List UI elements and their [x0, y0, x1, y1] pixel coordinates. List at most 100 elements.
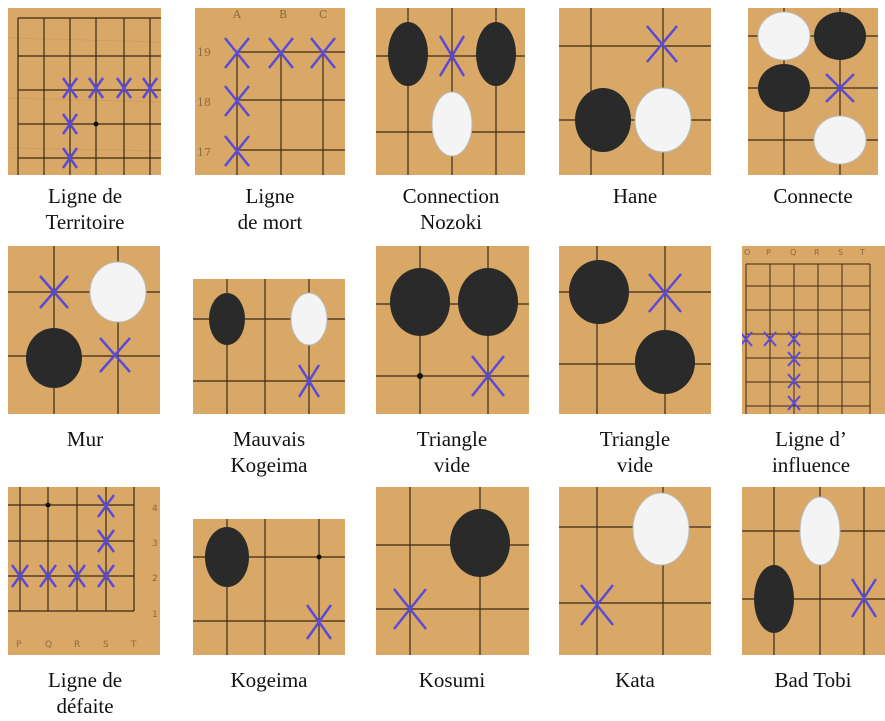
caption-line: influence: [736, 452, 885, 478]
caption: Triangle vide: [560, 426, 710, 478]
white-stone: [800, 497, 840, 565]
go-board: [8, 246, 160, 414]
go-board: [559, 487, 711, 655]
go-board: [376, 487, 529, 655]
col-label: S: [103, 640, 109, 650]
board-kata: [559, 487, 711, 655]
caption-line: Kosumi: [377, 667, 527, 693]
caption-line: Triangle: [560, 426, 710, 452]
go-board: [193, 519, 345, 655]
caption-line: Ligne de: [10, 667, 160, 693]
go-board: [376, 246, 529, 414]
black-stone: [209, 293, 245, 345]
col-label: Q: [790, 248, 796, 257]
caption: Triangle vide: [377, 426, 527, 478]
caption-line: vide: [377, 452, 527, 478]
board-triangle-vide-2: [559, 246, 711, 414]
board-hane: [559, 8, 711, 175]
caption-line: Ligne d’: [736, 426, 885, 452]
white-stone: [90, 262, 146, 322]
white-stone: [814, 116, 866, 164]
col-label: O: [744, 248, 750, 257]
caption-line: de mort: [195, 209, 345, 235]
go-board: 4 3 2 1 P Q R S T: [8, 487, 160, 655]
go-board: A B C 19 18 17: [195, 8, 345, 175]
caption-line: Hane: [560, 183, 710, 209]
caption: Ligne de Territoire: [10, 183, 160, 235]
caption-line: Mauvais: [194, 426, 344, 452]
col-label: C: [319, 8, 327, 21]
caption-line: Mur: [10, 426, 160, 452]
white-stone: [291, 293, 327, 345]
go-board: [376, 8, 525, 175]
col-label: B: [279, 8, 287, 21]
col-label: P: [16, 640, 22, 650]
go-board: [742, 487, 885, 655]
black-stone: [575, 88, 631, 152]
caption: Connection Nozoki: [376, 183, 526, 235]
go-board: [748, 8, 878, 175]
caption-line: Triangle: [377, 426, 527, 452]
black-stone: [754, 565, 794, 633]
board-kogeima: [193, 519, 345, 655]
col-label: A: [232, 8, 242, 21]
col-label: T: [859, 248, 865, 257]
caption-line: Bad Tobi: [738, 667, 885, 693]
board-connection-nozoki: [376, 8, 525, 175]
go-board: [559, 8, 711, 175]
go-board: [559, 246, 711, 414]
white-stone: [758, 12, 810, 60]
caption: Hane: [560, 183, 710, 209]
board-kosumi: [376, 487, 529, 655]
board-ligne-de-mort: A B C 19 18 17: [195, 8, 345, 175]
caption: Bad Tobi: [738, 667, 885, 693]
white-stone: [633, 493, 689, 565]
black-stone: [450, 509, 510, 577]
col-label: T: [130, 640, 137, 650]
black-stone: [458, 268, 518, 336]
caption: Kogeima: [194, 667, 344, 693]
black-stone: [814, 12, 866, 60]
board-ligne-d-influence: O P Q R S T: [742, 246, 885, 414]
board-triangle-vide-1: [376, 246, 529, 414]
go-board: [8, 8, 161, 175]
black-stone: [569, 260, 629, 324]
caption: Ligne de défaite: [10, 667, 160, 719]
caption-line: Kogeima: [194, 452, 344, 478]
caption: Ligne d’ influence: [736, 426, 885, 478]
board-ligne-de-territoire: [8, 8, 161, 175]
white-stone: [432, 92, 472, 156]
black-stone: [476, 22, 516, 86]
white-stone: [635, 88, 691, 152]
black-stone: [635, 330, 695, 394]
board-connecte: [748, 8, 878, 175]
row-label: 19: [197, 46, 211, 59]
caption-line: Nozoki: [376, 209, 526, 235]
caption-line: Kata: [560, 667, 710, 693]
caption-line: Kogeima: [194, 667, 344, 693]
caption-line: Connecte: [738, 183, 885, 209]
caption-line: Territoire: [10, 209, 160, 235]
col-label: S: [838, 248, 843, 257]
col-label: Q: [45, 640, 52, 650]
go-board: O P Q R S T: [742, 246, 885, 414]
row-label: 18: [197, 96, 211, 109]
row-label: 1: [152, 610, 158, 620]
black-stone: [205, 527, 249, 587]
caption-line: Ligne: [195, 183, 345, 209]
caption: Kata: [560, 667, 710, 693]
board-mur: [8, 246, 160, 414]
row-label: 2: [152, 574, 158, 584]
row-label: 4: [152, 504, 158, 514]
caption-line: défaite: [10, 693, 160, 719]
board-bad-tobi: [742, 487, 885, 655]
col-label: R: [814, 248, 820, 257]
row-label: 17: [197, 146, 211, 159]
black-stone: [390, 268, 450, 336]
caption: Mauvais Kogeima: [194, 426, 344, 478]
board-mauvais-kogeima: [193, 279, 345, 414]
caption-line: Connection: [376, 183, 526, 209]
caption-line: vide: [560, 452, 710, 478]
row-label: 3: [152, 539, 158, 549]
black-stone: [758, 64, 810, 112]
